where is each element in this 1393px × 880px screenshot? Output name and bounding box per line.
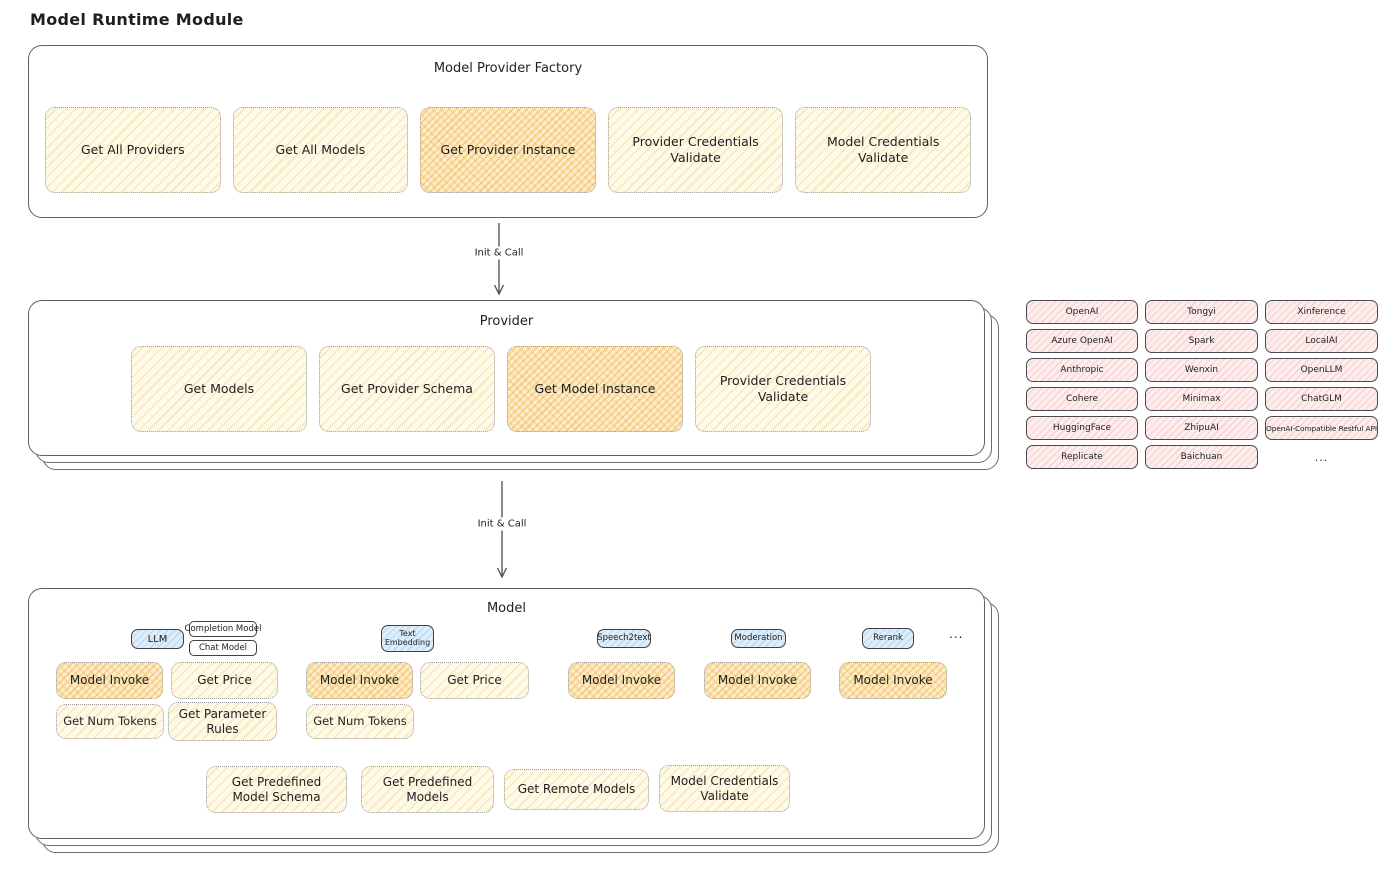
node-get-provider-instance: Get Provider Instance bbox=[420, 107, 596, 193]
node-get-all-providers: Get All Providers bbox=[45, 107, 221, 193]
provider-cell-spark: Spark bbox=[1145, 329, 1258, 353]
provider-cell-zhipuai: ZhipuAI bbox=[1145, 416, 1258, 440]
provider-cell-chatglm: ChatGLM bbox=[1265, 387, 1378, 411]
provider-title: Provider bbox=[479, 314, 534, 329]
badge-completion-model: Completion Model bbox=[185, 621, 261, 637]
provider-cell-cohere: Cohere bbox=[1026, 387, 1138, 411]
provider-cell-anthropic: Anthropic bbox=[1026, 358, 1138, 382]
provider-more-ellipsis: ... bbox=[1314, 450, 1329, 464]
provider-cell-localai: LocalAI bbox=[1265, 329, 1378, 353]
badge-chat-model: Chat Model bbox=[189, 640, 257, 656]
page-title: Model Runtime Module bbox=[30, 10, 244, 29]
node-provider-credentials-validate: Provider Credentials Validate bbox=[607, 107, 784, 193]
provider-cell-minimax: Minimax bbox=[1145, 387, 1258, 411]
model-box: Model LLM Completion Model Chat Model Te… bbox=[28, 588, 985, 839]
node-get-all-models: Get All Models bbox=[232, 107, 409, 193]
node-llm-get-parameter-rules: Get Parameter Rules bbox=[168, 702, 277, 741]
model-title: Model bbox=[486, 601, 527, 616]
arrow-label-init-call-2: Init & Call bbox=[472, 517, 532, 531]
node-get-provider-schema: Get Provider Schema bbox=[319, 346, 495, 432]
node-model-credentials-validate: Model Credentials Validate bbox=[795, 107, 971, 193]
node-get-remote-models: Get Remote Models bbox=[504, 769, 649, 810]
node-llm-get-num-tokens: Get Num Tokens bbox=[56, 704, 164, 739]
factory-button-row: Get All Providers Get All Models Get Pro… bbox=[29, 107, 987, 193]
badge-text-embedding: Text Embedding bbox=[381, 625, 434, 652]
provider-cell-xinference: Xinference bbox=[1265, 300, 1378, 324]
node-llm-model-invoke: Model Invoke bbox=[56, 662, 163, 699]
provider-cell-openai-compatible: OpenAI-Compatible Restful API bbox=[1265, 416, 1378, 440]
provider-cell-azure-openai: Azure OpenAI bbox=[1026, 329, 1138, 353]
badge-more-ellipsis: ... bbox=[949, 627, 964, 641]
node-get-predefined-models: Get Predefined Models bbox=[361, 766, 494, 813]
arrow-provider-to-model: Init & Call bbox=[472, 481, 532, 580]
provider-cell-openai: OpenAI bbox=[1026, 300, 1138, 324]
provider-cell-wenxin: Wenxin bbox=[1145, 358, 1258, 382]
provider-cell-tongyi: Tongyi bbox=[1145, 300, 1258, 324]
arrow-down-icon bbox=[493, 223, 505, 296]
arrow-down-icon bbox=[496, 481, 508, 579]
node-speech2text-model-invoke: Model Invoke bbox=[568, 662, 675, 699]
node-embedding-model-invoke: Model Invoke bbox=[306, 662, 413, 699]
provider-cell-huggingface: HuggingFace bbox=[1026, 416, 1138, 440]
node-moderation-model-invoke: Model Invoke bbox=[704, 662, 811, 699]
node-llm-get-price: Get Price bbox=[171, 662, 278, 699]
badge-moderation: Moderation bbox=[731, 629, 786, 648]
factory-box: Model Provider Factory Get All Providers… bbox=[28, 45, 988, 218]
node-get-model-instance: Get Model Instance bbox=[507, 346, 683, 432]
node-provider-credentials-validate-2: Provider Credentials Validate bbox=[695, 346, 871, 432]
factory-title: Model Provider Factory bbox=[433, 61, 583, 76]
provider-cell-baichuan: Baichuan bbox=[1145, 445, 1258, 469]
arrow-label-init-call-1: Init & Call bbox=[469, 246, 529, 260]
badge-rerank: Rerank bbox=[862, 628, 914, 649]
node-get-predefined-model-schema: Get Predefined Model Schema bbox=[206, 766, 347, 813]
arrow-factory-to-provider: Init & Call bbox=[469, 223, 529, 297]
providers-panel: OpenAI Tongyi Xinference Azure OpenAI Sp… bbox=[1026, 300, 1378, 469]
node-embedding-get-price: Get Price bbox=[420, 662, 529, 699]
node-model-credentials-validate-2: Model Credentials Validate bbox=[659, 765, 790, 812]
provider-cell-openllm: OpenLLM bbox=[1265, 358, 1378, 382]
node-rerank-model-invoke: Model Invoke bbox=[839, 662, 947, 699]
badge-llm: LLM bbox=[131, 629, 184, 649]
provider-box: Provider Get Models Get Provider Schema … bbox=[28, 300, 985, 456]
provider-cell-replicate: Replicate bbox=[1026, 445, 1138, 469]
provider-button-row: Get Models Get Provider Schema Get Model… bbox=[131, 346, 871, 432]
node-embedding-get-num-tokens: Get Num Tokens bbox=[306, 704, 414, 739]
node-get-models: Get Models bbox=[131, 346, 307, 432]
badge-speech2text: Speech2text bbox=[597, 629, 651, 648]
